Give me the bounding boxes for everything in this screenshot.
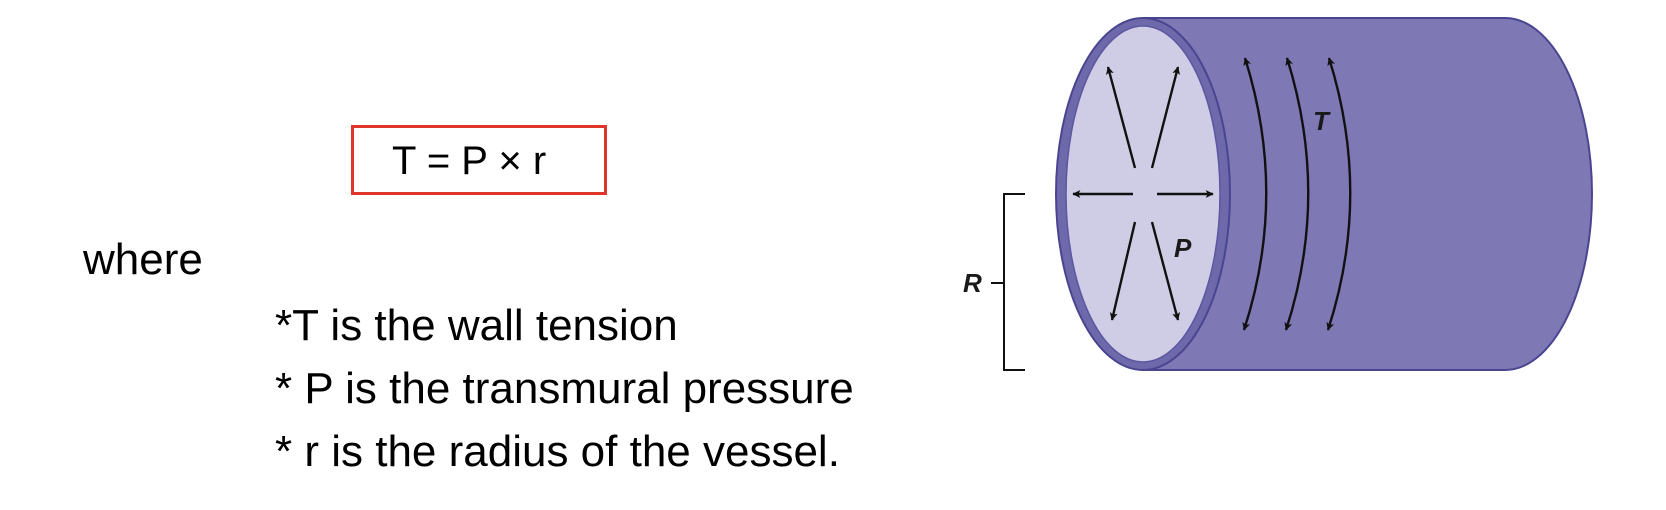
tension-arrows bbox=[1242, 57, 1352, 331]
formula-box: T = P × r bbox=[351, 125, 607, 195]
tension-label: T bbox=[1313, 106, 1331, 136]
pressure-arrow-down-right bbox=[1150, 221, 1180, 321]
vessel-cylinder bbox=[1055, 17, 1593, 371]
definition-radius: * r is the radius of the vessel. bbox=[275, 427, 840, 476]
formula-text: T = P × r bbox=[392, 139, 547, 183]
radius-bracket bbox=[991, 193, 1025, 371]
vessel-lumen bbox=[1065, 25, 1221, 363]
tension-arrow-3 bbox=[1326, 57, 1352, 331]
tension-arrow-1 bbox=[1242, 57, 1268, 331]
definition-pressure: * P is the transmural pressure bbox=[275, 364, 854, 413]
definition-tension: *T is the wall tension bbox=[275, 301, 678, 350]
radius-label: R bbox=[963, 268, 982, 298]
vessel-body bbox=[1142, 17, 1593, 371]
pressure-label: P bbox=[1174, 233, 1192, 263]
pressure-arrow-up-right bbox=[1150, 66, 1181, 169]
tension-arrow-2 bbox=[1284, 57, 1310, 331]
pressure-arrows bbox=[1072, 66, 1214, 321]
pressure-arrow-up-left bbox=[1106, 66, 1137, 169]
where-label: where bbox=[83, 235, 203, 284]
definition-list: *T is the wall tension * P is the transm… bbox=[275, 294, 854, 483]
vessel-diagram: T P R bbox=[963, 17, 1593, 371]
pressure-arrow-down-left bbox=[1109, 221, 1137, 321]
